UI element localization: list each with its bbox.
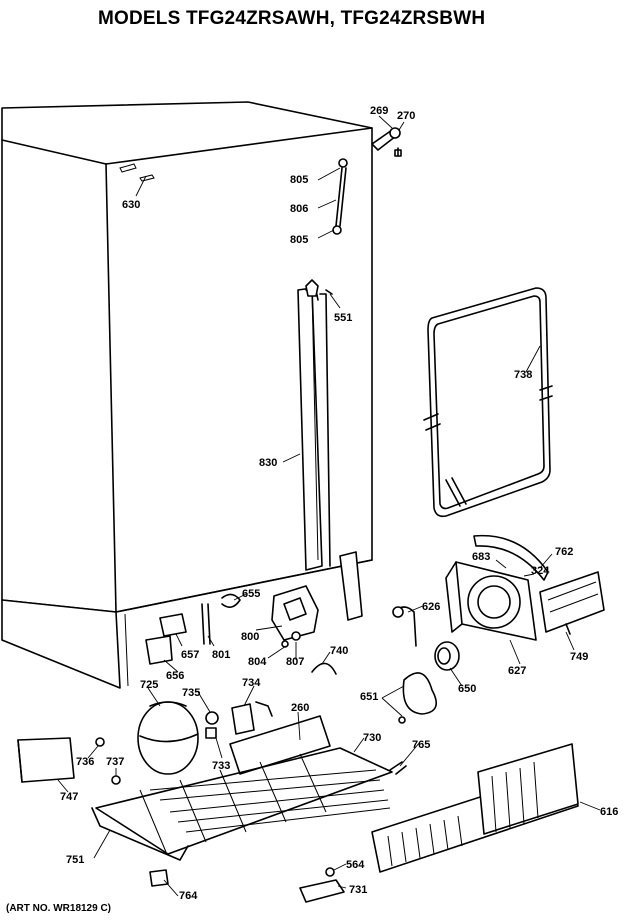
part-label-807: 807 — [286, 656, 304, 668]
diagram-title: MODELS TFG24ZRSAWH, TFG24ZRSBWH — [98, 8, 486, 29]
part-label-551: 551 — [334, 312, 352, 324]
part-label-626: 626 — [422, 601, 440, 613]
control-parts-drawing — [145, 585, 337, 675]
part-label-731: 731 — [349, 884, 367, 896]
part-label-650: 650 — [458, 683, 476, 695]
part-label-324: 324 — [531, 565, 550, 577]
part-label-683: 683 — [472, 551, 490, 563]
part-label-735: 735 — [182, 687, 200, 699]
rear-grille-drawing — [149, 672, 579, 903]
part-label-801: 801 — [212, 649, 230, 661]
part-label-564: 564 — [346, 859, 365, 871]
part-label-804: 804 — [248, 656, 267, 668]
gasket-drawing — [423, 287, 553, 518]
condenser-coil-drawing — [91, 715, 393, 861]
part-label-260: 260 — [291, 702, 309, 714]
part-label-764: 764 — [179, 890, 198, 902]
part-label-656: 656 — [166, 670, 184, 682]
part-label-736: 736 — [76, 756, 94, 768]
part-label-733: 733 — [212, 760, 230, 772]
part-label-765: 765 — [412, 739, 430, 751]
compressor-drawing — [17, 701, 273, 785]
part-label-805-bottom: 805 — [290, 234, 308, 246]
part-label-806: 806 — [290, 203, 308, 215]
part-label-657: 657 — [181, 649, 199, 661]
part-label-270: 270 — [397, 110, 415, 122]
part-label-269: 269 — [370, 105, 388, 117]
part-label-651: 651 — [360, 691, 378, 703]
part-label-737: 737 — [106, 756, 124, 768]
leader-lines — [57, 115, 601, 897]
part-label-630: 630 — [122, 199, 140, 211]
part-label-738: 738 — [514, 369, 532, 381]
part-label-616: 616 — [600, 806, 618, 818]
part-label-830: 830 — [259, 457, 277, 469]
part-label-762: 762 — [555, 546, 573, 558]
fan-assembly-drawing — [392, 534, 605, 671]
part-label-730: 730 — [363, 732, 381, 744]
part-label-725: 725 — [140, 679, 158, 691]
part-label-805-top: 805 — [290, 174, 308, 186]
part-labels: 269 270 630 805 806 805 551 738 830 683 … — [60, 105, 618, 902]
part-label-800: 800 — [241, 631, 259, 643]
art-number: (ART NO. WR18129 C) — [6, 903, 112, 914]
part-label-749: 749 — [570, 651, 588, 663]
cabinet-drawing — [1, 101, 373, 689]
hinge-parts-drawing — [325, 127, 402, 295]
part-label-740: 740 — [330, 645, 348, 657]
part-label-627: 627 — [508, 665, 526, 677]
part-label-655: 655 — [242, 588, 260, 600]
part-label-734: 734 — [242, 677, 261, 689]
part-label-747: 747 — [60, 791, 78, 803]
part-label-751: 751 — [66, 854, 84, 866]
